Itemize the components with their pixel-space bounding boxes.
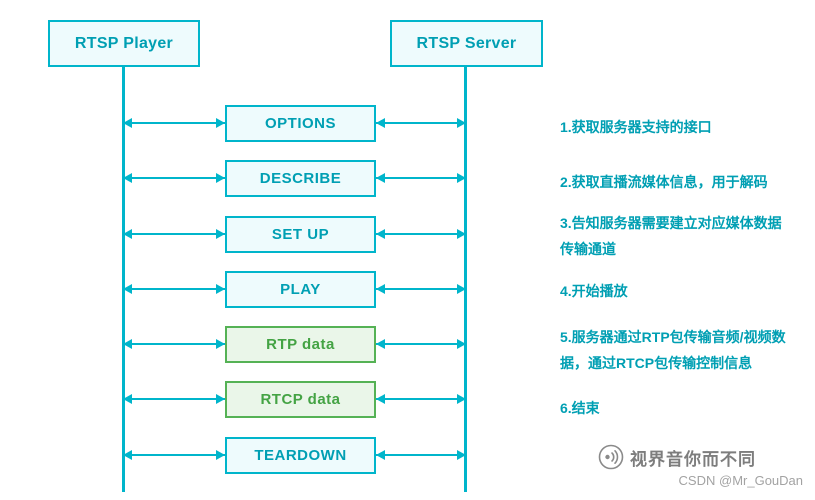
arrow-left-icon bbox=[123, 118, 225, 128]
message-label: DESCRIBE bbox=[259, 170, 342, 187]
arrow-right-icon bbox=[376, 284, 466, 294]
actor-label-server: RTSP Server bbox=[416, 34, 517, 52]
arrow-right-icon bbox=[376, 229, 466, 239]
message-row-teardown: TEARDOWN bbox=[0, 437, 815, 474]
arrow-right-icon bbox=[376, 173, 466, 183]
message-label: RTP data bbox=[266, 336, 335, 353]
arrow-left-icon bbox=[123, 229, 225, 239]
arrow-right-icon bbox=[376, 339, 466, 349]
message-box-describe: DESCRIBE bbox=[225, 160, 376, 197]
message-box-rtcp-data: RTCP data bbox=[225, 381, 376, 418]
actor-box-rtsp-player: RTSP Player bbox=[48, 20, 200, 67]
lifeline-server bbox=[464, 67, 467, 492]
message-row-play: PLAY bbox=[0, 271, 815, 308]
watermark-credit: CSDN @Mr_GouDan bbox=[678, 473, 803, 488]
message-row-options: OPTIONS bbox=[0, 105, 815, 142]
message-box-play: PLAY bbox=[225, 271, 376, 308]
annotation-5: 5.服务器通过RTP包传输音频/视频数据，通过RTCP包传输控制信息 bbox=[560, 329, 786, 371]
message-label: SET UP bbox=[271, 226, 330, 243]
arrow-right-icon bbox=[376, 118, 466, 128]
arrow-right-icon bbox=[376, 394, 466, 404]
annotation-6: 6.结束 bbox=[560, 400, 600, 416]
arrow-left-icon bbox=[123, 450, 225, 460]
watermark-brand-row: 视界音你而不同 bbox=[598, 444, 803, 470]
message-box-setup: SET UP bbox=[225, 216, 376, 253]
message-box-rtp-data: RTP data bbox=[225, 326, 376, 363]
arrow-left-icon bbox=[123, 173, 225, 183]
annotation-4: 4.开始播放 bbox=[560, 283, 628, 299]
annotation-2: 2.获取直播流媒体信息，用于解码 bbox=[560, 174, 768, 190]
message-row-setup: SET UP bbox=[0, 216, 815, 253]
actor-box-rtsp-server: RTSP Server bbox=[390, 20, 543, 67]
message-row-rtp-data: RTP data bbox=[0, 326, 815, 363]
arrow-left-icon bbox=[123, 339, 225, 349]
arrow-left-icon bbox=[123, 394, 225, 404]
actor-label-player: RTSP Player bbox=[74, 34, 174, 52]
message-label: TEARDOWN bbox=[254, 447, 347, 464]
message-label: RTCP data bbox=[260, 391, 341, 408]
message-label: PLAY bbox=[280, 281, 321, 298]
arrow-right-icon bbox=[376, 450, 466, 460]
watermark-brand-text: 视界音你而不同 bbox=[630, 449, 756, 469]
watermark: 视界音你而不同 CSDN @Mr_GouDan bbox=[598, 444, 803, 488]
watermark-logo-icon bbox=[598, 444, 624, 470]
annotation-3: 3.告知服务器需要建立对应媒体数据传输通道 bbox=[560, 215, 782, 257]
lifeline-player bbox=[122, 67, 125, 492]
arrow-left-icon bbox=[123, 284, 225, 294]
message-box-teardown: TEARDOWN bbox=[225, 437, 376, 474]
message-row-rtcp-data: RTCP data bbox=[0, 381, 815, 418]
annotation-1: 1.获取服务器支持的接口 bbox=[560, 119, 712, 135]
message-row-describe: DESCRIBE bbox=[0, 160, 815, 197]
message-label: OPTIONS bbox=[264, 115, 336, 132]
message-box-options: OPTIONS bbox=[225, 105, 376, 142]
